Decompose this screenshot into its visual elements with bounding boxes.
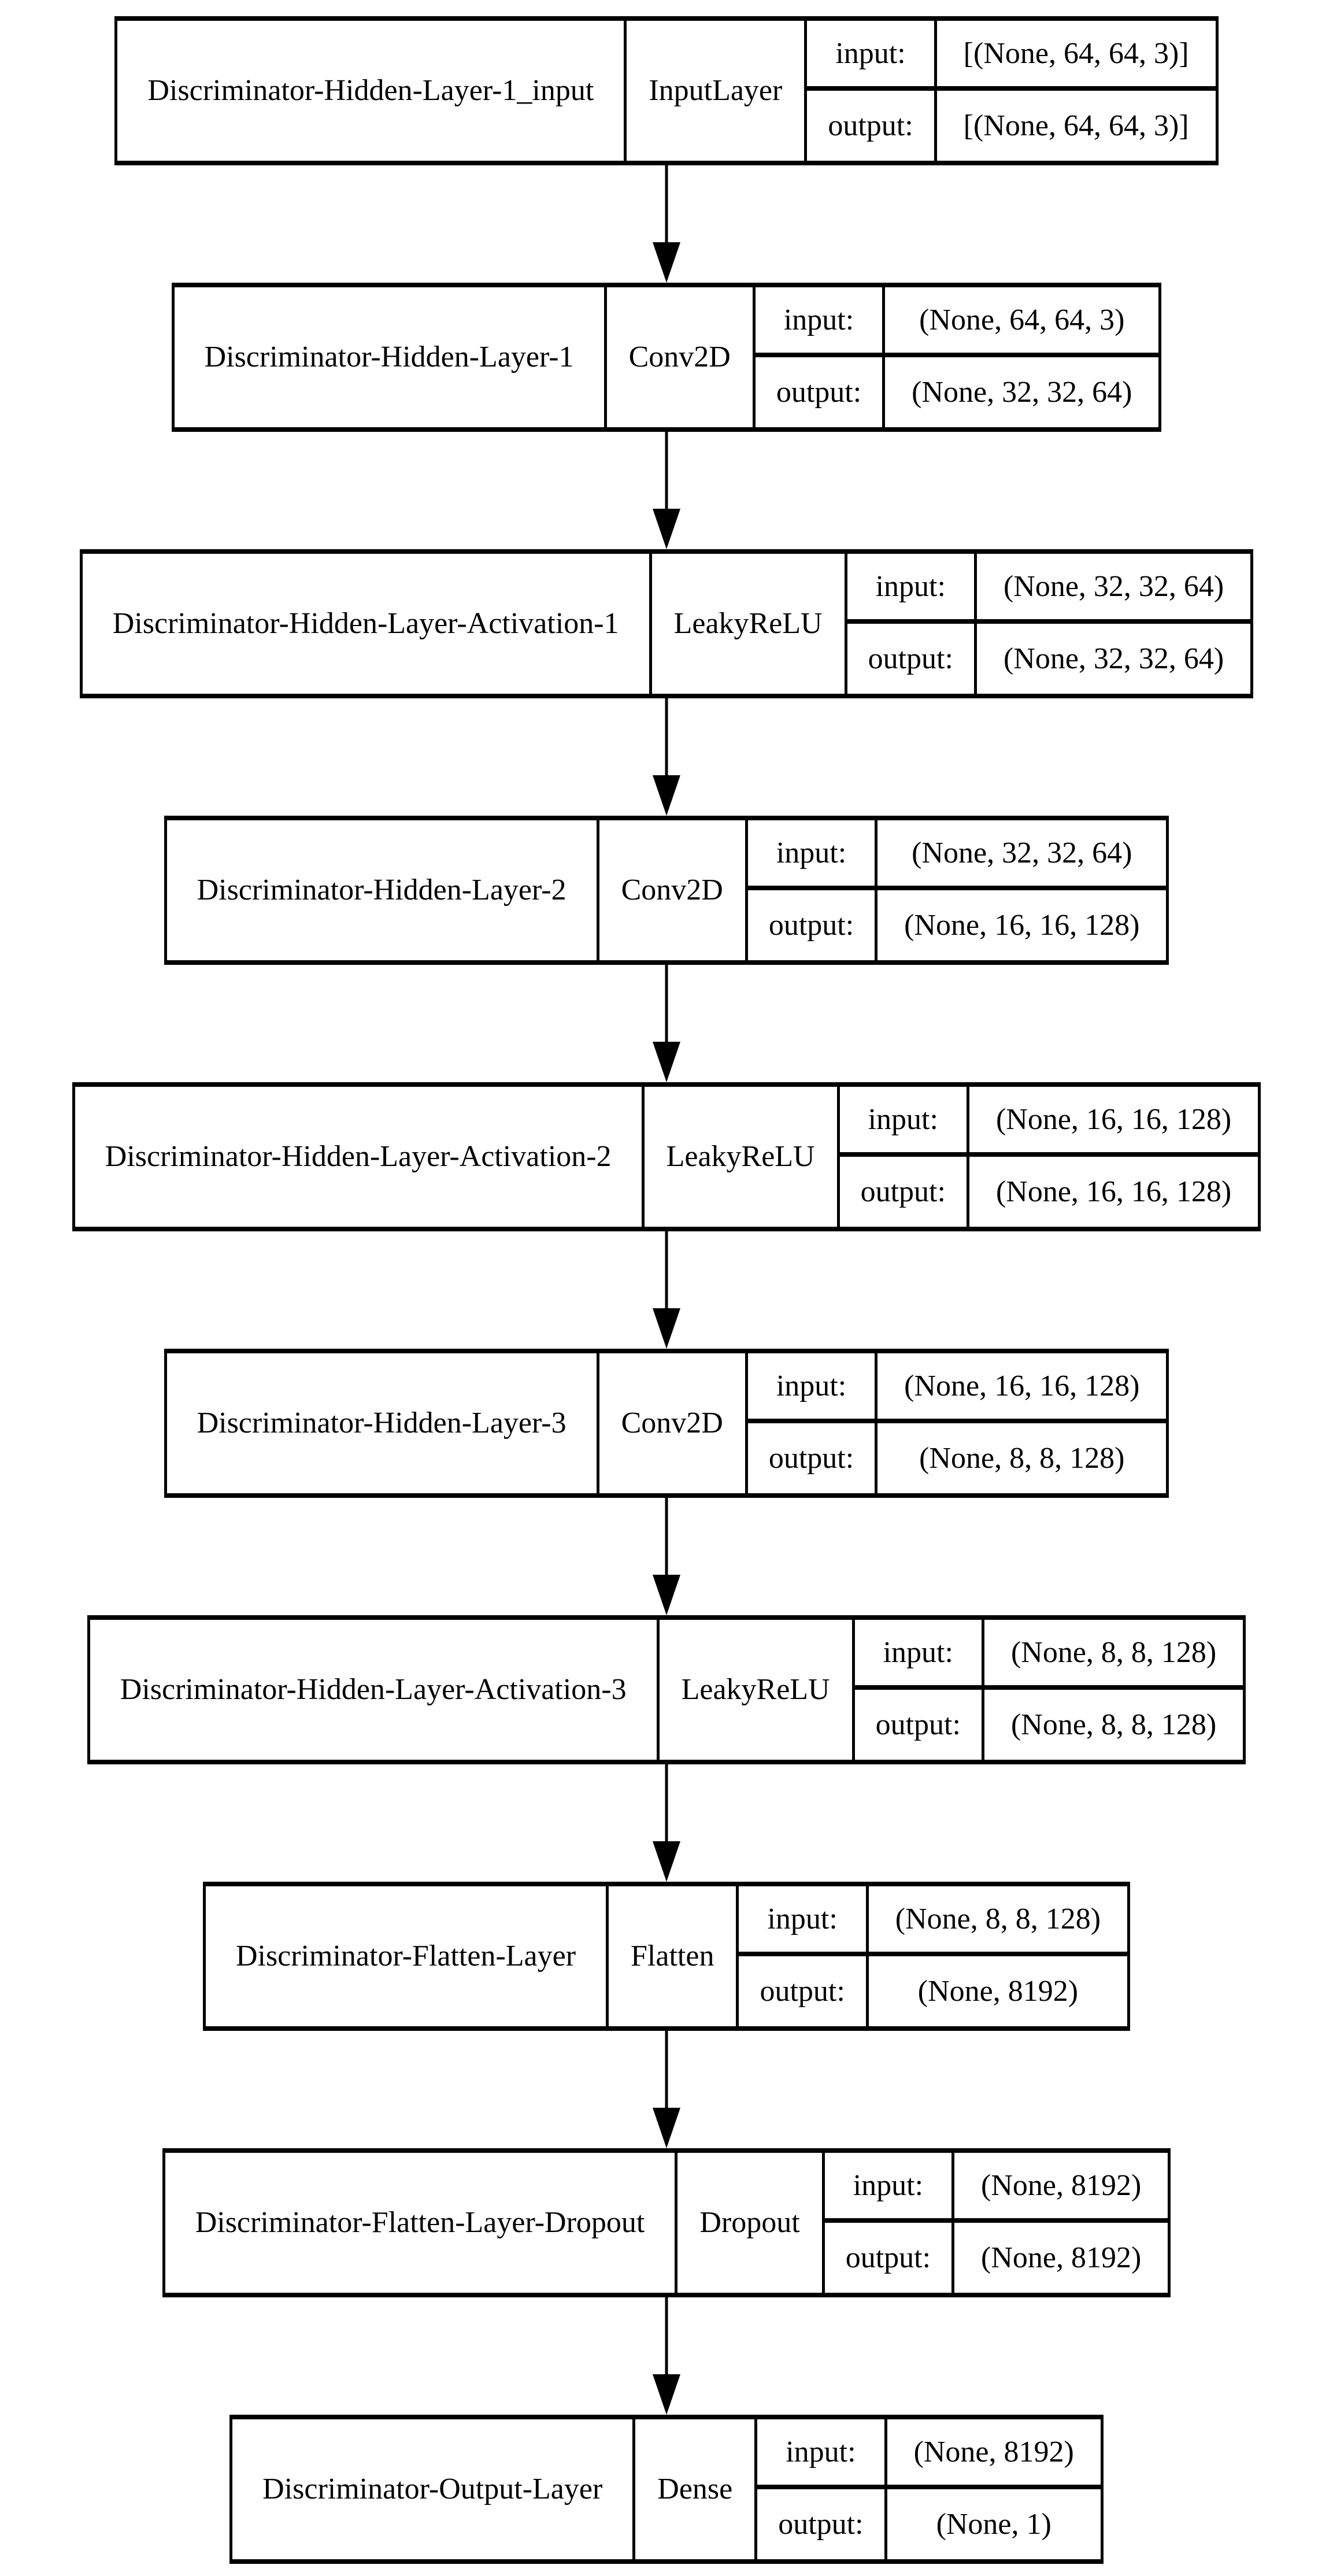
layer-type: Dense — [632, 2419, 758, 2559]
arrowhead-icon — [653, 509, 680, 549]
layer-node: Discriminator-Hidden-Layer-1 Conv2D inpu… — [171, 283, 1162, 432]
layer-name: Discriminator-Flatten-Layer-Dropout — [195, 2206, 645, 2239]
layer-type: LeakyReLU — [641, 1087, 840, 1227]
edge-arrow — [649, 698, 684, 816]
layer-name: Discriminator-Hidden-Layer-1_input — [147, 74, 594, 107]
output-shape: (None, 16, 16, 128) — [966, 1157, 1258, 1227]
arrow-line — [665, 698, 668, 778]
input-label: input: — [755, 287, 883, 357]
arrowhead-icon — [653, 1042, 680, 1082]
input-label: input: — [839, 1087, 967, 1157]
input-label: input: — [757, 2419, 884, 2489]
arrowhead-icon — [653, 1575, 680, 1615]
edge-arrow — [649, 432, 684, 549]
edge-arrow — [649, 1231, 684, 1349]
layer-name: Discriminator-Hidden-Layer-Activation-3 — [120, 1673, 627, 1706]
layer-type: Conv2D — [596, 1353, 748, 1493]
arrowhead-icon — [653, 2374, 680, 2415]
output-label: output: — [778, 2507, 864, 2541]
output-shape: (None, 32, 32, 64) — [882, 357, 1158, 427]
layer-name: Discriminator-Flatten-Layer — [235, 1940, 576, 1972]
edge-arrow — [649, 965, 684, 1082]
layer-type: InputLayer — [624, 21, 808, 161]
arrowhead-icon — [653, 775, 680, 816]
layer-node: Discriminator-Flatten-Layer-Dropout Drop… — [162, 2148, 1171, 2297]
input-shape: (None, 32, 32, 64) — [973, 554, 1251, 624]
layer-node: Discriminator-Hidden-Layer-1_input Input… — [114, 16, 1219, 165]
layer-node: Discriminator-Hidden-Layer-Activation-1 … — [79, 549, 1254, 698]
input-label: input: — [747, 1353, 875, 1423]
output-label: output: — [845, 2241, 931, 2274]
input-shape: (None, 16, 16, 128) — [966, 1087, 1258, 1157]
arrow-line — [665, 165, 668, 245]
output-label: output: — [860, 1175, 946, 1208]
arrowhead-icon — [653, 1308, 680, 1349]
input-label: input: — [739, 1886, 866, 1956]
input-shape: (None, 8192) — [951, 2153, 1168, 2223]
layer-name: Discriminator-Hidden-Layer-1 — [204, 340, 574, 373]
edge-arrow — [649, 2031, 684, 2148]
edge-arrow — [649, 1498, 684, 1615]
layer-node: Discriminator-Hidden-Layer-3 Conv2D inpu… — [164, 1349, 1169, 1498]
arrowhead-icon — [653, 2108, 680, 2148]
edge-arrow — [649, 2297, 684, 2415]
layer-node: Discriminator-Hidden-Layer-Activation-2 … — [72, 1082, 1261, 1231]
input-label: input: — [854, 1620, 982, 1690]
input-shape: (None, 8192) — [884, 2419, 1101, 2489]
input-label: input: — [747, 820, 875, 890]
arrow-line — [665, 2297, 668, 2377]
layer-node: Discriminator-Hidden-Layer-2 Conv2D inpu… — [164, 816, 1169, 965]
layer-node: Discriminator-Output-Layer Dense input: … — [229, 2415, 1104, 2564]
output-label: output: — [776, 375, 862, 409]
layer-name: Discriminator-Output-Layer — [262, 2473, 603, 2505]
layer-name: Discriminator-Hidden-Layer-Activation-2 — [105, 1140, 612, 1173]
arrow-line — [665, 432, 668, 512]
layer-type: Flatten — [606, 1886, 739, 2026]
output-shape: (None, 8, 8, 128) — [981, 1690, 1243, 1760]
output-label: output: — [768, 1441, 854, 1475]
input-shape: (None, 8, 8, 128) — [981, 1620, 1243, 1690]
input-shape: [(None, 64, 64, 3)] — [934, 21, 1216, 91]
arrowhead-icon — [653, 242, 680, 283]
input-shape: (None, 16, 16, 128) — [875, 1353, 1167, 1423]
layer-type: Conv2D — [603, 287, 756, 427]
layer-type: Conv2D — [596, 820, 748, 960]
layer-node: Discriminator-Hidden-Layer-Activation-3 … — [87, 1615, 1246, 1764]
output-shape: [(None, 64, 64, 3)] — [934, 91, 1216, 161]
arrow-line — [665, 2031, 668, 2111]
edge-arrow — [649, 165, 684, 283]
output-shape: (None, 16, 16, 128) — [875, 890, 1166, 960]
output-label: output: — [875, 1708, 961, 1741]
arrow-line — [665, 1231, 668, 1311]
arrow-line — [665, 1764, 668, 1844]
arrow-line — [665, 1498, 668, 1578]
output-label: output: — [828, 109, 913, 142]
layer-node: Discriminator-Flatten-Layer Flatten inpu… — [202, 1882, 1131, 2031]
layer-name: Discriminator-Hidden-Layer-2 — [197, 874, 566, 906]
input-label: input: — [807, 21, 934, 91]
arrowhead-icon — [653, 1841, 680, 1882]
edge-arrow — [649, 1764, 684, 1882]
layer-type: LeakyReLU — [656, 1620, 855, 1760]
output-shape: (None, 8, 8, 128) — [875, 1423, 1166, 1493]
output-shape: (None, 32, 32, 64) — [973, 624, 1250, 694]
input-label: input: — [847, 554, 974, 624]
output-label: output: — [868, 642, 953, 675]
layer-type: LeakyReLU — [649, 554, 847, 694]
input-shape: (None, 32, 32, 64) — [875, 820, 1167, 890]
output-label: output: — [768, 908, 854, 942]
arrow-line — [665, 965, 668, 1045]
layer-name: Discriminator-Hidden-Layer-3 — [197, 1407, 566, 1439]
output-label: output: — [760, 1974, 845, 2008]
input-shape: (None, 8, 8, 128) — [865, 1886, 1128, 1956]
layer-type: Dropout — [675, 2153, 825, 2293]
input-shape: (None, 64, 64, 3) — [882, 287, 1159, 357]
output-shape: (None, 8192) — [951, 2223, 1168, 2293]
layer-name: Discriminator-Hidden-Layer-Activation-1 — [112, 607, 619, 640]
output-shape: (None, 8192) — [865, 1956, 1127, 2026]
output-shape: (None, 1) — [884, 2489, 1101, 2559]
input-label: input: — [824, 2153, 952, 2223]
